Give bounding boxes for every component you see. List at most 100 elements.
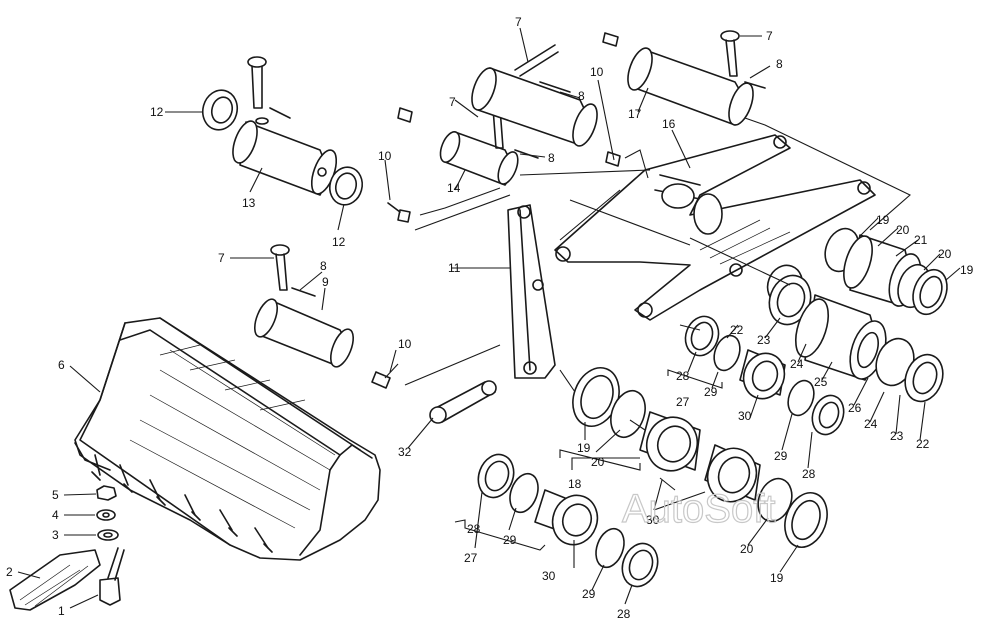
callout-3: 3 [52, 528, 59, 542]
ring-28-a [477, 453, 515, 499]
callout-20-d: 20 [938, 247, 952, 261]
bushing-upper [639, 411, 701, 472]
ring-22-b [904, 353, 944, 403]
callout-10-bottom: 10 [398, 337, 412, 351]
callout-16: 16 [662, 117, 676, 131]
callout-30-c: 30 [542, 569, 556, 583]
callout-8-upper: 8 [578, 89, 585, 103]
link-32 [429, 380, 497, 424]
bushing-30-b [739, 349, 786, 400]
cotter-8-right [744, 81, 766, 89]
callout-9: 9 [322, 275, 329, 289]
pin-13 [232, 117, 338, 196]
callout-24-a: 24 [790, 357, 804, 371]
bolt-7a [247, 56, 267, 109]
callout-23-a: 23 [757, 333, 771, 347]
grease-fitting-right [605, 151, 621, 167]
callout-1: 1 [58, 604, 65, 618]
callout-19-a: 19 [577, 441, 591, 455]
nut-5 [96, 485, 117, 501]
cotter-8-left [269, 107, 291, 119]
tooth-bolt [99, 547, 125, 606]
callout-22-b: 22 [916, 437, 930, 451]
callout-12-top: 12 [150, 105, 164, 119]
washer-4 [96, 509, 116, 521]
ring-12-bottom [328, 166, 364, 206]
ring-19-b [784, 492, 828, 548]
callout-leaders [17, 27, 961, 609]
callout-19-d: 19 [960, 263, 974, 277]
grease-fitting-bottom [371, 371, 391, 389]
callout-14: 14 [447, 181, 461, 195]
callout-7-pin9: 7 [218, 251, 225, 265]
callout-29-a: 29 [704, 385, 718, 399]
bushing-mid [704, 444, 761, 503]
sleeve-24-25 [794, 294, 887, 381]
callout-29-c: 29 [503, 533, 517, 547]
ring-28-b [621, 542, 659, 588]
callout-17: 17 [628, 107, 642, 121]
ring-29-c [713, 334, 741, 372]
bolt-7b [270, 244, 290, 291]
callout-7-upper: 7 [515, 15, 522, 29]
callout-20-c: 20 [896, 223, 910, 237]
callout-5: 5 [52, 488, 59, 502]
link-arm [507, 204, 556, 379]
callout-10-left: 10 [378, 149, 392, 163]
callout-6: 6 [58, 358, 65, 372]
callout-8-pin17: 8 [776, 57, 783, 71]
bucket-tooth [9, 549, 101, 611]
cotter-8-mid [291, 287, 316, 297]
lift-arm-frame [554, 134, 876, 321]
callout-20-a: 20 [591, 455, 605, 469]
callout-10-top: 10 [590, 65, 604, 79]
ring-19-d [912, 268, 948, 316]
callout-28-a: 28 [676, 369, 690, 383]
pin-upper [471, 67, 598, 147]
callout-24-b: 24 [864, 417, 878, 431]
ring-20-a [610, 389, 646, 439]
callout-13: 13 [242, 196, 256, 210]
callout-21: 21 [914, 233, 928, 247]
callout-12-bottom: 12 [332, 235, 346, 249]
callout-25: 25 [814, 375, 828, 389]
callout-28-b: 28 [802, 467, 816, 481]
callout-22-a: 22 [730, 323, 744, 337]
callout-numbers: 1 2 3 4 5 6 7 7 7 7 8 8 8 8 9 10 10 10 1… [6, 15, 974, 621]
ring-28-d [811, 394, 845, 436]
bushing-30-a [534, 489, 599, 546]
ring-23-a [768, 274, 812, 326]
callout-20-b: 20 [740, 542, 754, 556]
grease-fitting-top [602, 32, 619, 47]
pin-17 [627, 47, 754, 126]
ring-29-d [787, 379, 815, 417]
callout-7-pin17: 7 [766, 29, 773, 43]
cotter-8-small [514, 149, 539, 159]
pin-14 [439, 131, 519, 186]
callout-19-c: 19 [876, 213, 890, 227]
assembly-guides [404, 117, 911, 551]
callout-28-d: 28 [617, 607, 631, 621]
callout-30-b: 30 [646, 513, 660, 527]
callout-7-pin14: 7 [449, 95, 456, 109]
callout-4: 4 [52, 508, 59, 522]
ring-29-a [509, 472, 539, 514]
callout-11: 11 [448, 261, 461, 275]
callout-32: 32 [398, 445, 412, 459]
callout-19-b: 19 [770, 571, 784, 585]
bucket [74, 317, 381, 561]
watermark: AutoSoft [622, 487, 775, 531]
callout-2: 2 [6, 565, 13, 579]
callout-8-pin9: 8 [320, 259, 327, 273]
callout-28-c: 28 [467, 522, 481, 536]
callout-27-b: 27 [464, 551, 478, 565]
callout-27-a: 27 [676, 395, 690, 409]
callout-8-pin14: 8 [548, 151, 555, 165]
grease-fitting-left-top [387, 202, 411, 223]
callout-29-d: 29 [582, 587, 596, 601]
callout-26: 26 [848, 401, 862, 415]
callout-30-a: 30 [738, 409, 752, 423]
callout-29-b: 29 [774, 449, 788, 463]
ring-12-top [201, 89, 239, 131]
bolt-7d-shaft [514, 44, 559, 77]
